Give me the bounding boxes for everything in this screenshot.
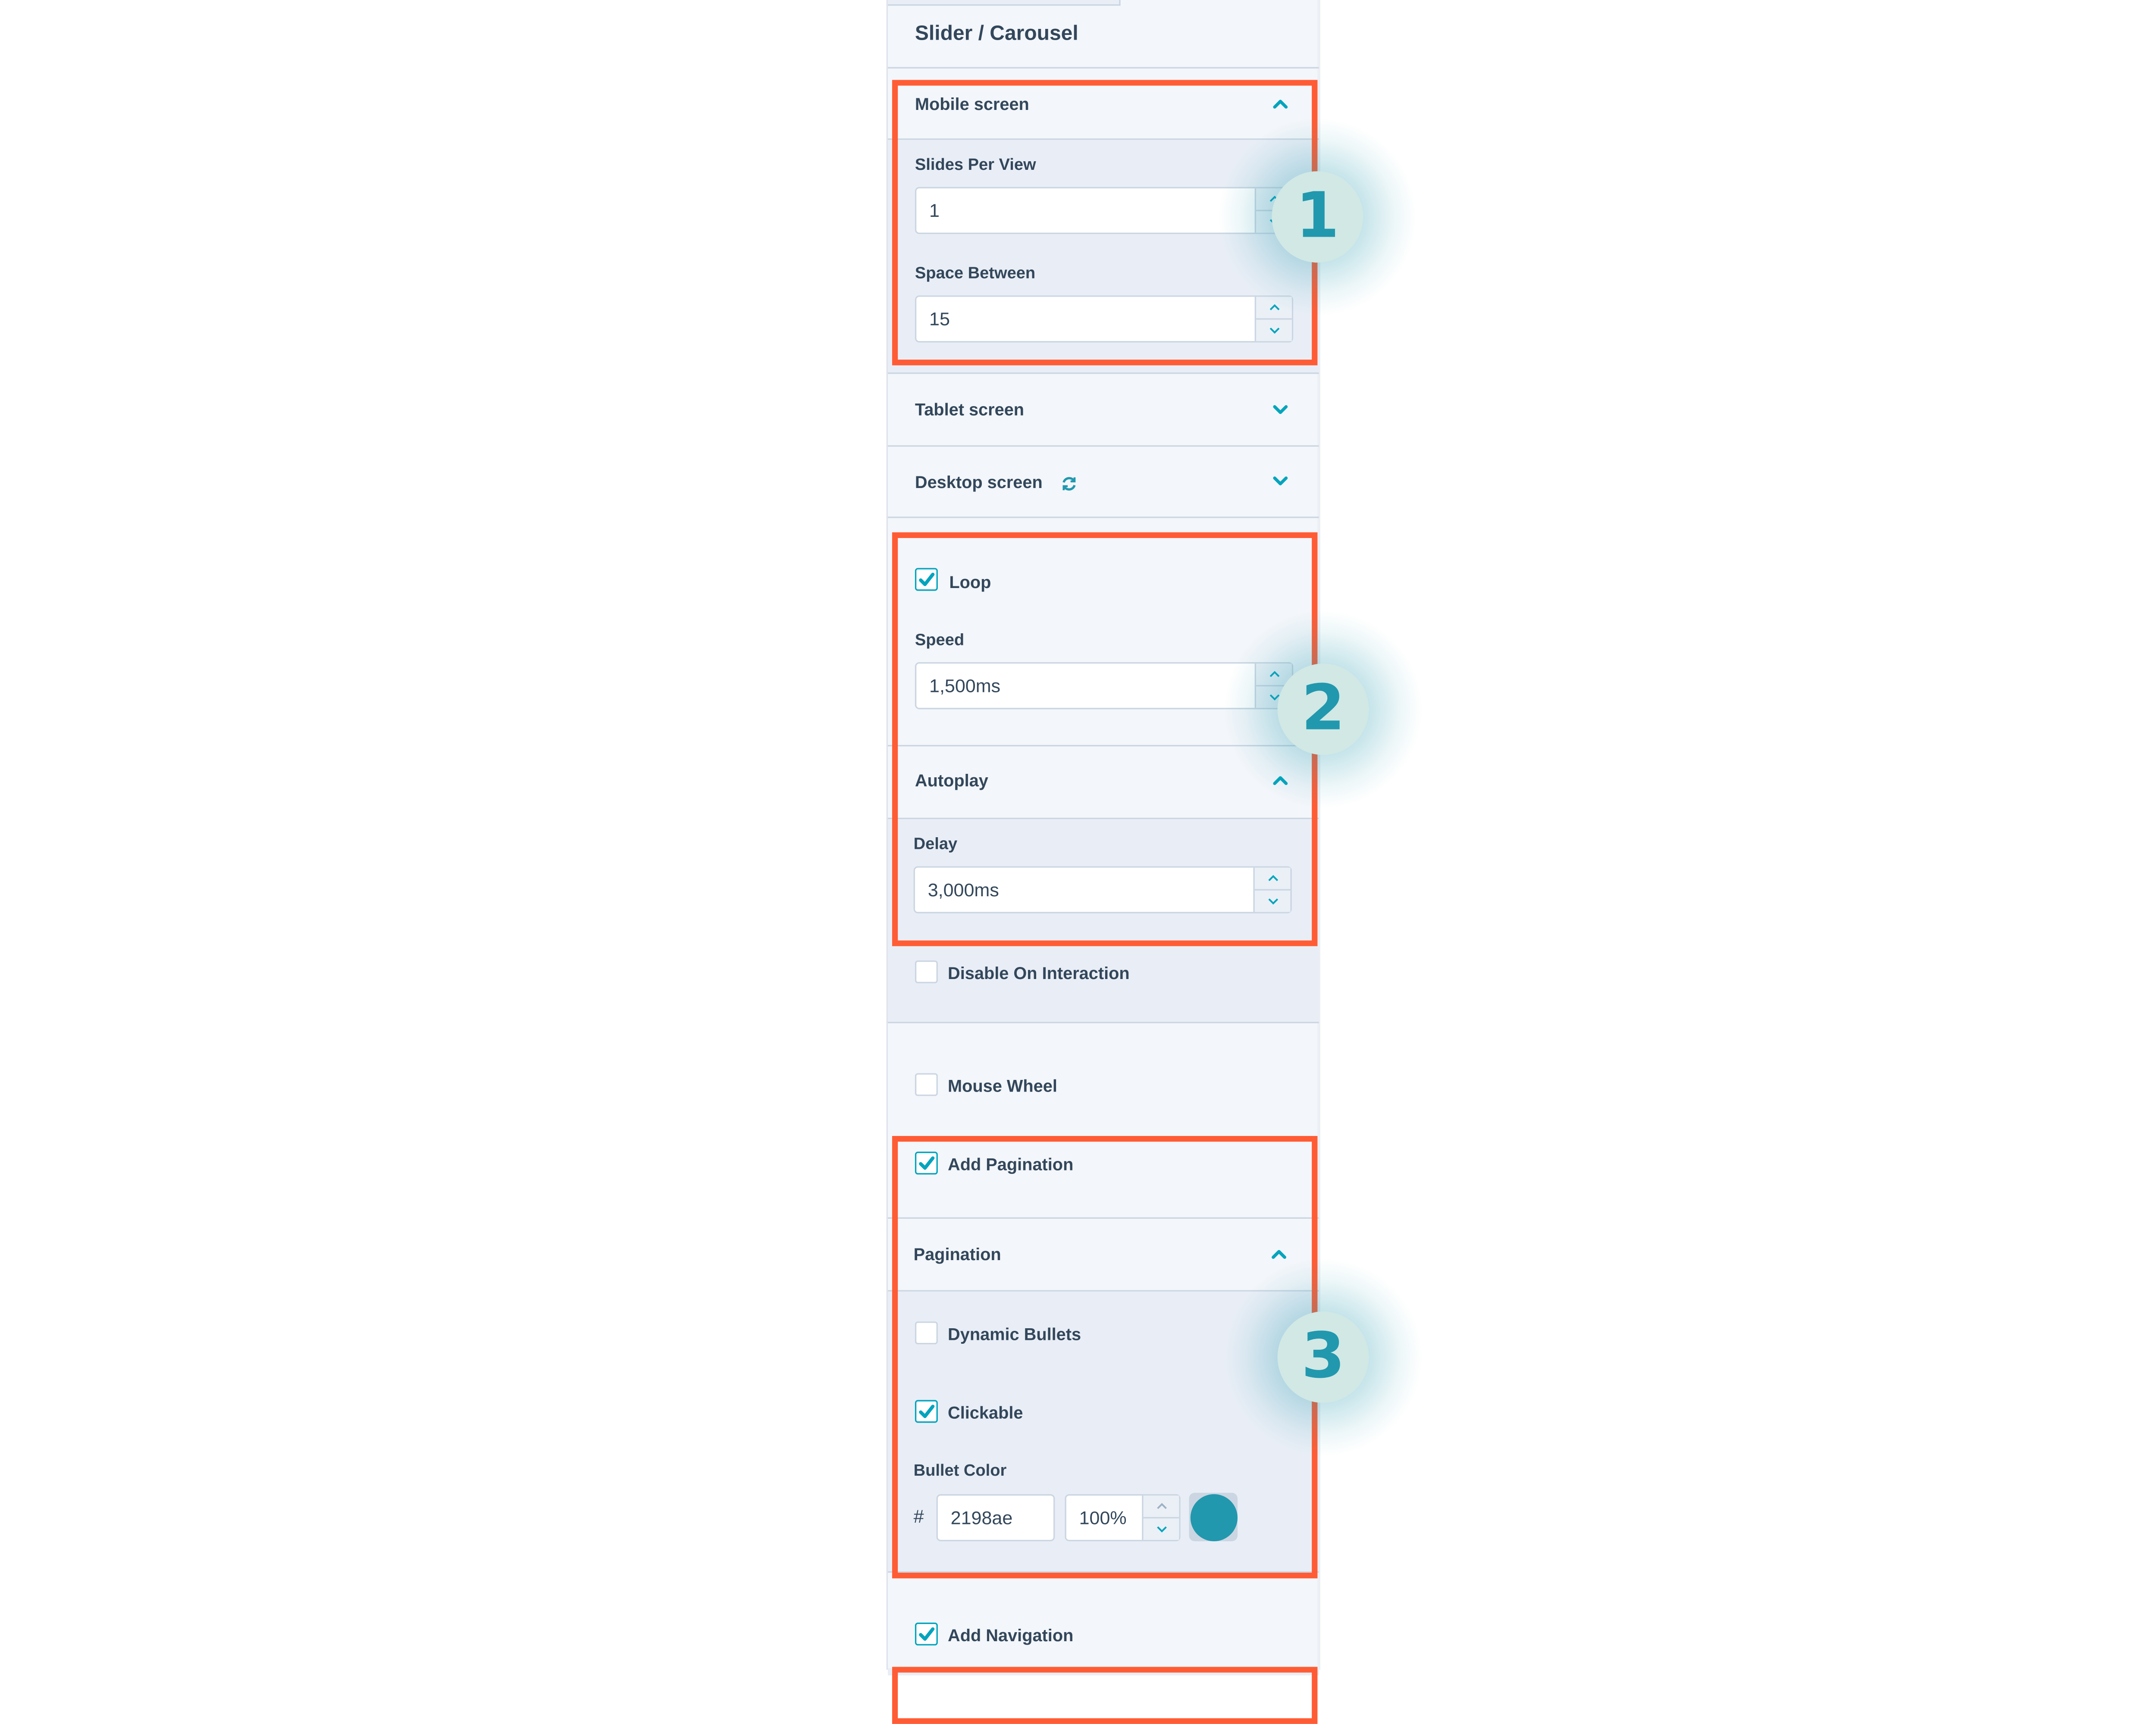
hash-symbol: # (913, 1505, 924, 1527)
divider (888, 745, 1319, 747)
color-swatch[interactable] (1190, 1493, 1237, 1541)
mouse-wheel-checkbox[interactable] (915, 1073, 938, 1096)
delay-label: Delay (913, 836, 958, 854)
autoplay-title: Autoplay (915, 770, 988, 791)
chevron-up-icon[interactable] (1272, 98, 1289, 110)
divider (888, 1290, 1319, 1292)
space-between-input[interactable]: 15 (915, 295, 1294, 343)
mouse-wheel-label: Mouse Wheel (948, 1076, 1057, 1096)
add-pagination-label: Add Pagination (948, 1155, 1074, 1175)
add-navigation-checkbox[interactable] (915, 1622, 938, 1646)
delay-stepper[interactable] (1253, 867, 1291, 912)
space-between-value: 15 (929, 308, 950, 330)
bullet-color-opacity-input[interactable]: 100% (1065, 1494, 1181, 1542)
stepper-up-icon[interactable] (1143, 1496, 1179, 1519)
highlight-box-4 (892, 1667, 1318, 1724)
speed-value: 1,500ms (929, 675, 1001, 697)
divider (888, 817, 1319, 820)
stage: Slider / Carousel Mobile screen Slides P… (886, 0, 1423, 1724)
loop-label: Loop (949, 572, 991, 592)
step-badge-1: 1 (1272, 171, 1363, 263)
clickable-checkbox[interactable] (915, 1400, 938, 1423)
divider (888, 1217, 1319, 1219)
divider (888, 67, 1319, 69)
loop-checkbox[interactable] (915, 568, 938, 591)
panel-title: Slider / Carousel (915, 22, 1078, 46)
bullet-color-hex-value: 2198ae (950, 1507, 1013, 1529)
stepper-down-icon[interactable] (1144, 1518, 1179, 1540)
dynamic-bullets-label: Dynamic Bullets (948, 1324, 1081, 1345)
tablet-screen-title: Tablet screen (915, 399, 1025, 420)
step-badge-3: 3 (1277, 1311, 1369, 1403)
desktop-screen-title: Desktop screen (915, 472, 1043, 493)
refresh-icon[interactable] (1061, 474, 1078, 491)
divider (888, 516, 1319, 518)
dynamic-bullets-checkbox[interactable] (915, 1321, 938, 1345)
add-pagination-checkbox[interactable] (915, 1151, 938, 1175)
stepper-down-icon[interactable] (1256, 320, 1292, 341)
bullet-color-opacity-value: 100% (1079, 1507, 1127, 1529)
divider (888, 445, 1319, 447)
mobile-screen-title: Mobile screen (915, 94, 1029, 114)
divider (888, 1571, 1319, 1573)
divider (888, 1022, 1319, 1023)
divider (888, 138, 1319, 140)
stepper-up-icon[interactable] (1254, 868, 1291, 891)
step-badge-2: 2 (1277, 663, 1369, 755)
add-navigation-label: Add Navigation (948, 1625, 1074, 1646)
pagination-title: Pagination (913, 1244, 1001, 1264)
divider (888, 372, 1319, 374)
disable-on-interaction-label: Disable On Interaction (948, 963, 1130, 983)
speed-label: Speed (915, 632, 965, 650)
stepper-down-icon[interactable] (1255, 891, 1291, 912)
opacity-stepper[interactable] (1142, 1496, 1179, 1540)
bullet-color-label: Bullet Color (913, 1463, 1007, 1480)
slides-per-view-label: Slides Per View (915, 157, 1036, 174)
clickable-label: Clickable (948, 1403, 1023, 1423)
slides-per-view-value: 1 (929, 200, 940, 222)
top-tab[interactable] (888, 0, 1121, 6)
disable-on-interaction-checkbox[interactable] (915, 960, 938, 983)
autoplay-body (888, 819, 1319, 1022)
delay-value: 3,000ms (928, 879, 999, 901)
delay-input[interactable]: 3,000ms (913, 866, 1292, 914)
space-between-label: Space Between (915, 265, 1036, 283)
bullet-color-hex-input[interactable]: 2198ae (936, 1494, 1055, 1542)
chevron-down-icon[interactable] (1272, 475, 1289, 486)
chevron-down-icon[interactable] (1272, 404, 1289, 415)
chevron-up-icon[interactable] (1270, 1249, 1288, 1260)
